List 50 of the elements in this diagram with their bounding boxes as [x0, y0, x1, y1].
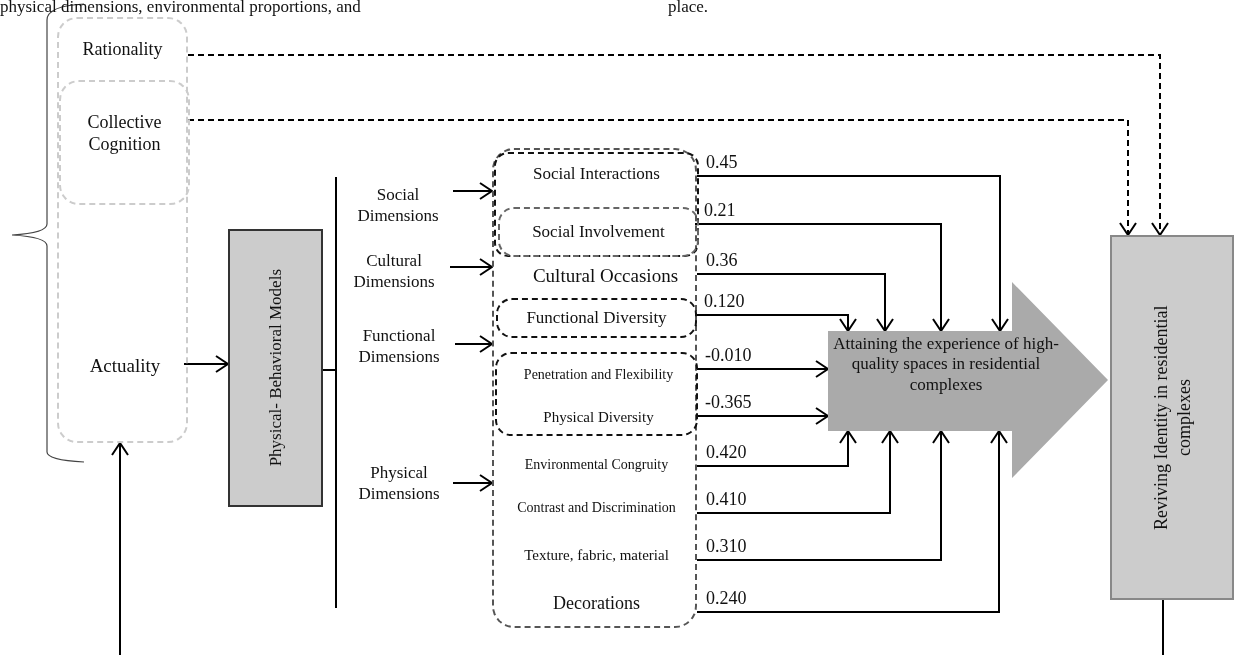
box-label: Reviving Identity in residential complexes	[1149, 304, 1195, 532]
dashed-arrow	[187, 54, 1169, 236]
dimension-label: Social Dimensions	[343, 183, 453, 227]
item-label: Texture, fabric, material	[494, 545, 699, 565]
arrow	[694, 223, 950, 332]
arrow	[454, 335, 493, 353]
node-label: Actuality	[64, 352, 186, 380]
dimension-label: Physical Dimensions	[345, 460, 453, 506]
box-label: Functional Diversity	[525, 308, 668, 329]
dashed-group-box	[57, 17, 188, 443]
dimension-label: Functional Dimensions	[343, 323, 455, 369]
group-title: Rationality	[81, 39, 164, 61]
dashed-group-box	[498, 207, 699, 257]
dashed-group-box	[59, 80, 190, 205]
box-label: Social Interactions	[532, 164, 661, 185]
item-label: Contrast and Discrimination	[494, 498, 699, 518]
arrow	[695, 360, 829, 378]
box-label: Social Involvement	[531, 222, 666, 243]
item-label: Cultural Occasions	[494, 261, 699, 291]
dashed-group-box	[495, 352, 698, 436]
item-label: Penetration and Flexibility	[497, 364, 700, 386]
outcome-box	[1110, 235, 1234, 600]
arrow	[696, 430, 950, 561]
arrow	[694, 314, 857, 332]
box-label: Physical- Behavioral Models	[264, 269, 286, 467]
text-fragment: physical dimensions, environmental proportions, and	[0, 0, 361, 17]
arrow	[449, 258, 493, 276]
arrow	[111, 442, 129, 655]
dashed-arrow	[187, 119, 1137, 236]
arrow	[183, 355, 229, 373]
arrow	[696, 175, 1009, 332]
text-fragment: place.	[668, 0, 709, 17]
arrow-label: Attaining the experience of high-quality spaces in residential complexes	[832, 334, 1060, 396]
arrow	[696, 430, 857, 467]
dashed-group-box	[496, 298, 697, 338]
arrow	[696, 273, 894, 332]
model-box	[228, 229, 323, 507]
box-label: Collective Cognition	[86, 112, 163, 156]
item-label: Decorations	[494, 590, 699, 616]
item-label: Environmental Congruity	[494, 455, 699, 475]
dimension-label: Cultural Dimensions	[338, 248, 450, 294]
arrow	[452, 474, 493, 492]
dashed-group-box	[492, 148, 697, 628]
arrow	[696, 430, 1008, 613]
item-label: Physical Diversity	[497, 406, 700, 428]
arrow	[695, 407, 829, 425]
dashed-group-box	[494, 152, 699, 257]
connector-line	[1162, 599, 1164, 655]
arrow	[452, 182, 493, 200]
arrow	[696, 430, 899, 514]
